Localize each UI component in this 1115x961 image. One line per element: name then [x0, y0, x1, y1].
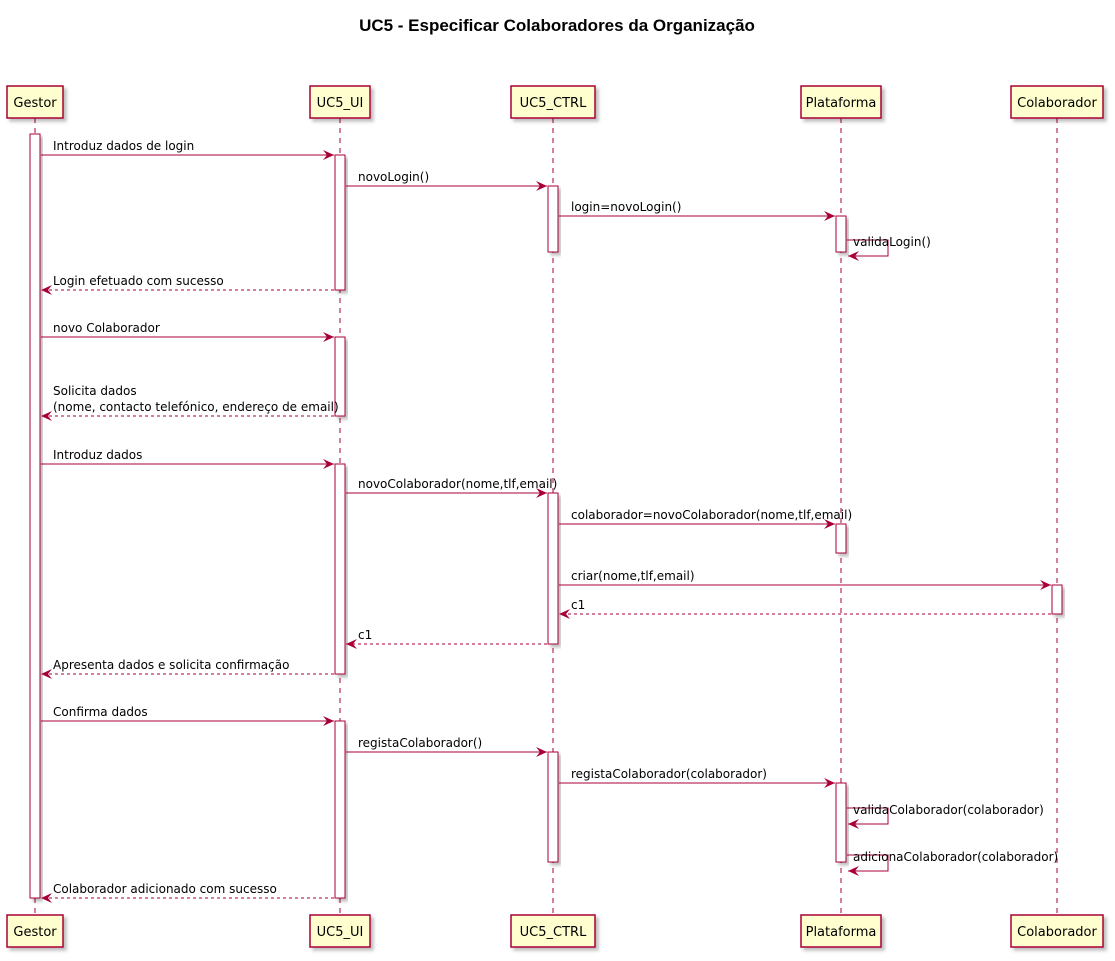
message-12: c1: [559, 598, 1051, 619]
participant-gestor-top: Gestor: [6, 85, 64, 119]
message-20: Colaborador adicionado com sucesso: [41, 882, 334, 903]
self-arrow: [847, 239, 889, 261]
self-arrow: [847, 854, 889, 876]
message-18: validaColaborador(colaborador): [847, 803, 1044, 829]
activation-bar-ctrl: [547, 185, 559, 253]
message-label: Login efetuado com sucesso: [53, 274, 224, 288]
message-label: Solicita dados: [53, 384, 137, 398]
message-6: novo Colaborador: [41, 321, 334, 342]
activation-bar-plataforma: [835, 782, 847, 863]
participant-ctrl-top: UC5_CTRL: [510, 85, 596, 119]
activations: [29, 133, 1063, 899]
message-label: (nome, contacto telefónico, endereço de …: [53, 400, 339, 414]
message-10: colaborador=novoColaborador(nome,tlf,ema…: [559, 508, 852, 529]
participant-label: Plataforma: [806, 925, 877, 940]
message-label: Introduz dados de login: [53, 139, 194, 153]
message-label: validaColaborador(colaborador): [853, 803, 1044, 817]
participant-gestor-bottom: Gestor: [6, 914, 64, 948]
message-label: registaColaborador(): [358, 736, 482, 750]
participant-label: Plataforma: [806, 96, 877, 111]
message-5: Login efetuado com sucesso: [41, 274, 334, 295]
activation-bar-ui: [334, 463, 346, 675]
participant-ctrl-bottom: UC5_CTRL: [510, 914, 596, 948]
message-3: login=novoLogin(): [559, 200, 835, 221]
activation-bar-ctrl: [547, 492, 559, 645]
participant-label: Gestor: [13, 96, 57, 111]
message-label: novoColaborador(nome,tlf,email): [358, 477, 557, 491]
participant-colaborador-top: Colaborador: [1010, 85, 1104, 119]
self-arrow: [847, 807, 889, 829]
message-7: Solicita dados (nome, contacto telefónico…: [41, 384, 339, 421]
message-label: Confirma dados: [53, 705, 148, 719]
participant-label: UC5_UI: [317, 96, 364, 111]
activation-bar-gestor: [29, 133, 41, 899]
participant-plataforma-top: Plataforma: [800, 85, 882, 119]
message-label: Apresenta dados e solicita confirmação: [53, 658, 289, 672]
participant-ui-bottom: UC5_UI: [309, 914, 371, 948]
diagram-title: UC5 - Especificar Colaboradores da Organ…: [359, 16, 755, 35]
participant-label: Colaborador: [1017, 96, 1097, 111]
message-label: novoLogin(): [358, 170, 429, 184]
message-label: login=novoLogin(): [571, 200, 681, 214]
message-label: Introduz dados: [53, 448, 142, 462]
participant-label: Gestor: [13, 925, 57, 940]
message-9: novoColaborador(nome,tlf,email): [346, 477, 557, 498]
message-label: registaColaborador(colaborador): [571, 767, 767, 781]
message-14: Apresenta dados e solicita confirmação: [41, 658, 334, 679]
participants: GestorGestorUC5_UIUC5_UIUC5_CTRLUC5_CTRL…: [6, 85, 1104, 948]
activation-bar-ui: [334, 720, 346, 899]
message-label: c1: [571, 598, 585, 612]
message-8: Introduz dados: [41, 448, 334, 469]
message-17: registaColaborador(colaborador): [559, 767, 835, 788]
participant-label: UC5_CTRL: [520, 96, 587, 111]
message-1: Introduz dados de login: [41, 139, 334, 160]
message-label: Colaborador adicionado com sucesso: [53, 882, 277, 896]
message-4: validaLogin(): [847, 235, 931, 261]
message-11: criar(nome,tlf,email): [559, 569, 1051, 590]
messages: Introduz dados de login novoLogin() login=…: [41, 139, 1058, 903]
activation-bar-plataforma: [835, 215, 847, 253]
message-label: validaLogin(): [853, 235, 931, 249]
message-13: c1: [346, 628, 547, 649]
message-19: adicionaColaborador(colaborador): [847, 850, 1058, 876]
message-2: novoLogin(): [346, 170, 547, 191]
participant-label: Colaborador: [1017, 925, 1097, 940]
participant-plataforma-bottom: Plataforma: [800, 914, 882, 948]
participant-label: UC5_CTRL: [520, 925, 587, 940]
participant-colaborador-bottom: Colaborador: [1010, 914, 1104, 948]
message-15: Confirma dados: [41, 705, 334, 726]
message-label: novo Colaborador: [53, 321, 160, 335]
activation-bar-ui: [334, 336, 346, 417]
message-label: adicionaColaborador(colaborador): [853, 850, 1058, 864]
message-label: criar(nome,tlf,email): [571, 569, 695, 583]
message-label: c1: [358, 628, 372, 642]
activation-bar-colaborador: [1051, 584, 1063, 615]
participant-ui-top: UC5_UI: [309, 85, 371, 119]
message-label: colaborador=novoColaborador(nome,tlf,ema…: [571, 508, 852, 522]
activation-bar-plataforma: [835, 523, 847, 554]
participant-label: UC5_UI: [317, 925, 364, 940]
activation-bar-ctrl: [547, 751, 559, 863]
activation-bar-ui: [334, 154, 346, 291]
message-16: registaColaborador(): [346, 736, 547, 757]
